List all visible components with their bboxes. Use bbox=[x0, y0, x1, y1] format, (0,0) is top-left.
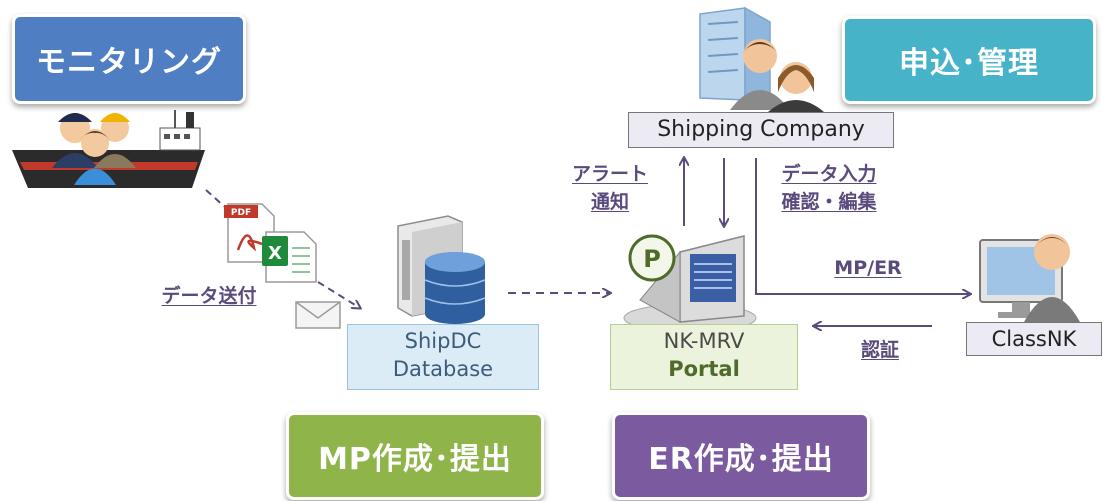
er-badge: ER作成･提出 bbox=[612, 412, 870, 500]
monitoring-badge: モニタリング bbox=[12, 14, 246, 104]
classnk-label: ClassNK bbox=[991, 327, 1077, 351]
business-people-icon bbox=[730, 39, 824, 112]
portal-mark-label: P bbox=[643, 245, 661, 273]
excel-file-icon: X bbox=[262, 231, 317, 283]
crew-icon bbox=[52, 113, 136, 185]
portal-label: Portal bbox=[668, 357, 740, 381]
portal-mark-icon: P bbox=[628, 234, 676, 282]
pdf-label: PDF bbox=[231, 208, 251, 218]
shipping-company-box: Shipping Company bbox=[628, 112, 894, 148]
server-database-icon bbox=[397, 215, 486, 324]
alert-notification-label: アラート 通知 bbox=[571, 163, 648, 213]
excel-label: X bbox=[268, 243, 282, 264]
envelope-icon bbox=[295, 301, 341, 329]
shipdc-label: ShipDC bbox=[404, 329, 482, 353]
classnk-box: ClassNK bbox=[966, 322, 1102, 356]
application-badge: 申込･管理 bbox=[842, 16, 1096, 104]
nk-mrv-label: NK-MRV bbox=[663, 329, 745, 353]
nk-mrv-portal-box: NK-MRV Portal bbox=[610, 324, 798, 390]
auth-label: 認証 bbox=[860, 339, 899, 361]
mp-badge: MP作成･提出 bbox=[286, 412, 544, 500]
data-input-label: データ入力 確認・編集 bbox=[781, 163, 877, 213]
data-send-label: データ送付 bbox=[161, 285, 257, 307]
mp-er-label: MP/ER bbox=[834, 257, 902, 279]
classnk-person-icon bbox=[1024, 234, 1080, 322]
shipping-company-label: Shipping Company bbox=[657, 117, 865, 142]
database-label: Database bbox=[392, 357, 494, 381]
shipdc-database-box: ShipDC Database bbox=[347, 324, 539, 390]
